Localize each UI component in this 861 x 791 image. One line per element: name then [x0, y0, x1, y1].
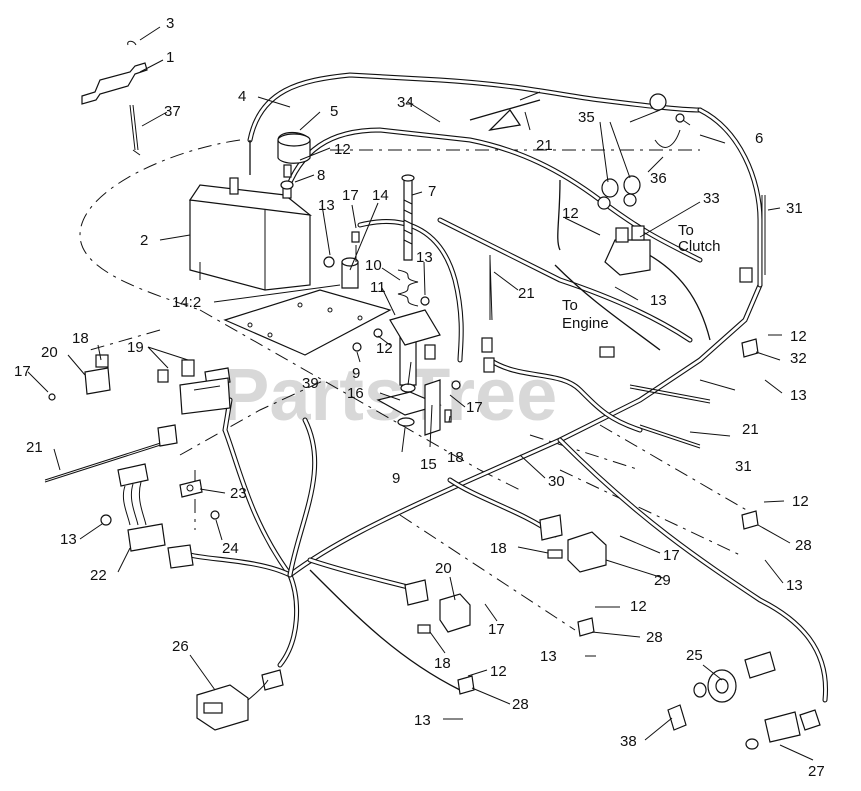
callout-13-center: 13: [416, 249, 433, 266]
callout-7: 7: [428, 183, 436, 200]
battery-tray: [223, 289, 392, 356]
callout-21-right: 21: [742, 421, 759, 438]
callout-5: 5: [330, 103, 338, 120]
callout-35: 35: [578, 109, 595, 126]
callout-12-right: 12: [792, 493, 809, 510]
callout-12-right-top: 12: [790, 328, 807, 345]
seat-switch-plate: [376, 309, 452, 436]
callout-32: 32: [790, 350, 807, 367]
callout-31-top: 31: [786, 200, 803, 217]
bracket-top-left: [81, 40, 148, 156]
callout-8: 8: [317, 167, 325, 184]
callout-33: 33: [703, 190, 720, 207]
rods: [44, 91, 766, 483]
callout-18-lower: 18: [434, 655, 451, 672]
callout-6: 6: [755, 130, 763, 147]
callout-14: 14: [372, 187, 389, 204]
callout-13-battery: 13: [318, 197, 335, 214]
callout-3: 3: [166, 15, 174, 32]
callout-4: 4: [238, 88, 246, 105]
switches-19: [157, 359, 231, 415]
switch-29: [539, 514, 607, 573]
callout-12-lower: 12: [490, 663, 507, 680]
note-to-clutch-line2: Clutch: [678, 238, 721, 255]
callout-9-upper: 9: [352, 365, 360, 382]
note-to-engine-line2: Engine: [562, 315, 609, 332]
callout-18-center: 18: [447, 449, 464, 466]
callout-30: 30: [548, 473, 565, 490]
callout-31-right: 31: [735, 458, 752, 475]
callout-36: 36: [650, 170, 667, 187]
starter-solenoid: [597, 193, 651, 276]
callout-28-lower: 28: [512, 696, 529, 713]
callout-13-right-top: 13: [790, 387, 807, 404]
callout-13-mid: 13: [540, 648, 557, 665]
callout-10: 10: [365, 257, 382, 274]
callout-17-center: 17: [466, 399, 483, 416]
bolt-spring-assembly: [397, 174, 419, 427]
callout-12-mid: 12: [630, 598, 647, 615]
wire-bundle-22: [117, 463, 194, 569]
callout-17-top: 17: [342, 187, 359, 204]
callout-12-solenoid: 12: [562, 205, 579, 222]
callout-12-center: 12: [376, 340, 393, 357]
watermark: PartsTree: [220, 353, 557, 436]
callout-18-right: 18: [490, 540, 507, 557]
terminal-cover: [277, 131, 335, 268]
callout-19: 19: [127, 339, 144, 356]
callout-12-battery: 12: [334, 141, 351, 158]
callout-13-solenoid: 13: [650, 292, 667, 309]
callout-13-lower: 13: [414, 712, 431, 729]
callout-15: 15: [420, 456, 437, 473]
hour-meter: [196, 669, 284, 731]
callout-22: 22: [90, 567, 107, 584]
callout-14-2: 14:2: [172, 294, 201, 311]
center-connectors: [424, 267, 753, 373]
ignition-switch: [667, 651, 821, 750]
callout-16: 16: [347, 385, 364, 402]
callout-11: 11: [370, 279, 386, 296]
callout-24: 24: [222, 540, 239, 557]
callout-21-top: 21: [536, 137, 553, 154]
callout-34: 34: [397, 94, 414, 111]
note-to-engine-line1: To: [562, 297, 578, 314]
clamp-23: [179, 479, 203, 498]
callout-39: 39: [302, 375, 319, 392]
battery: [188, 177, 313, 291]
terminal-boots: [601, 93, 691, 198]
leader-lines: [27, 26, 814, 761]
callout-27: 27: [808, 763, 825, 780]
callout-13-left: 13: [60, 531, 77, 548]
callout-13-right: 13: [786, 577, 803, 594]
callout-28-right: 28: [795, 537, 812, 554]
note-to-clutch-line1: To: [678, 222, 694, 239]
switch-20-left: [84, 354, 111, 395]
callout-18-left: 18: [72, 330, 89, 347]
callout-21-center: 21: [518, 285, 535, 302]
callout-28-mid: 28: [646, 629, 663, 646]
callout-9-lower: 9: [392, 470, 400, 487]
hardware-small: [48, 296, 461, 526]
callout-17-left: 17: [14, 363, 31, 380]
callout-23: 23: [230, 485, 247, 502]
callout-29: 29: [654, 572, 671, 589]
switch-20-lower: [404, 579, 471, 634]
callout-20-left: 20: [41, 344, 58, 361]
callout-17-lower: 17: [488, 621, 505, 638]
callout-20-lower: 20: [435, 560, 452, 577]
callout-38: 38: [620, 733, 637, 750]
connector-left: [157, 424, 178, 447]
callout-25: 25: [686, 647, 703, 664]
callout-26: 26: [172, 638, 189, 655]
callout-21-left: 21: [26, 439, 43, 456]
callout-37: 37: [164, 103, 181, 120]
main-harness: [187, 282, 829, 703]
callout-17-right: 17: [663, 547, 680, 564]
callout-1: 1: [166, 49, 174, 66]
callout-2: 2: [140, 232, 148, 249]
callout-labels: 3 1 37 4 5 34 21 35 6 36 33 31 12 8 2 13…: [14, 15, 825, 780]
solenoid-small: [341, 231, 360, 289]
